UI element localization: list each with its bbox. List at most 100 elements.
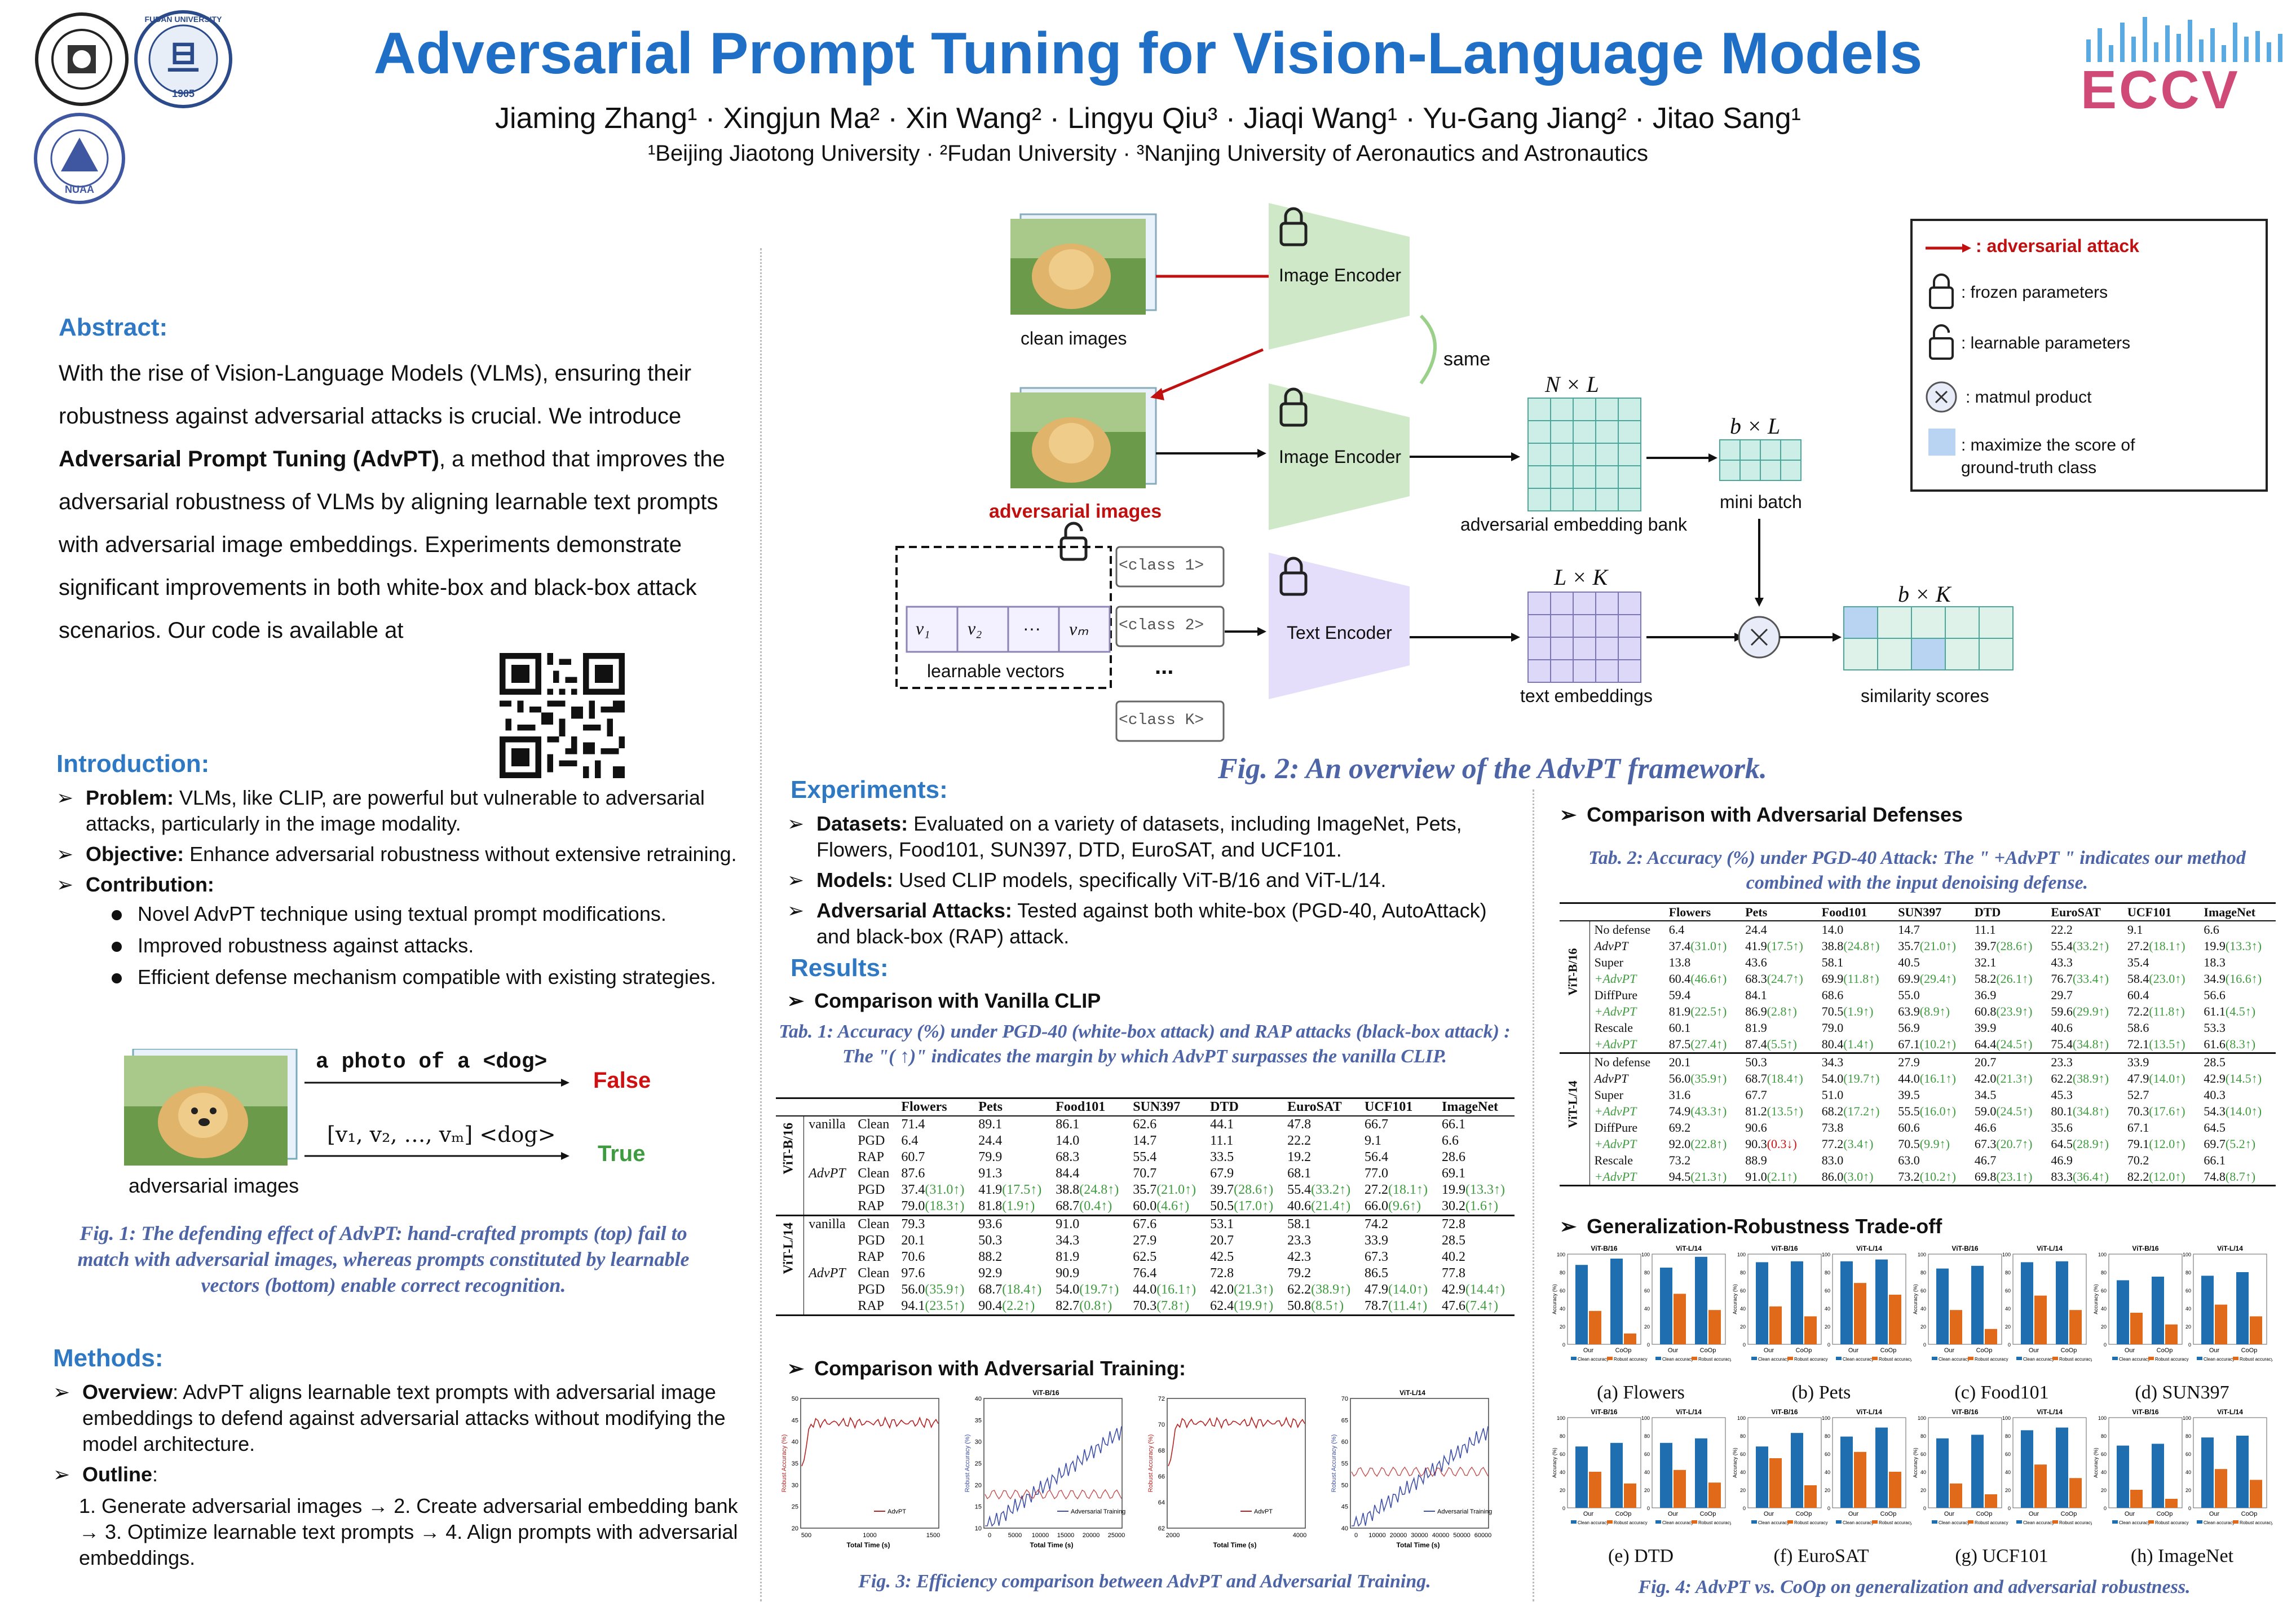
clean-bar [1840, 1261, 1853, 1344]
value-cell: 81.8(1.9↑) [978, 1199, 1035, 1213]
fig1-result-false: False [593, 1068, 651, 1093]
y-axis-label: Robust Accuracy (%) [1331, 1435, 1337, 1493]
fig2-clean-images-label: clean images [1021, 328, 1127, 348]
value-cell: 67.3(20.7↑) [1974, 1137, 2033, 1151]
value-cell: 19.9(13.3↑) [2204, 939, 2262, 953]
subplot-title: ViT-L/14 [2217, 1245, 2243, 1252]
value-cell: 63.9(8.9↑) [1898, 1004, 1950, 1018]
clean-image-stack [1010, 213, 1157, 315]
value-cell: 60.6 [1898, 1120, 1920, 1135]
category-label: CoOp [1700, 1511, 1716, 1517]
robust-bar [1708, 1310, 1721, 1344]
fig1-dog-image [124, 1048, 299, 1167]
y-tick: 80 [2005, 1433, 2011, 1439]
y-tick: 80 [1825, 1270, 1830, 1276]
value-cell: 14.0 [1056, 1133, 1080, 1148]
value-cell: 77.2(3.4↑) [1821, 1137, 1874, 1151]
value-cell: 36.9 [1974, 988, 1997, 1002]
attack-cell: PGD [858, 1182, 885, 1197]
abstract-heading: Abstract: [59, 314, 168, 341]
y-tick: 0 [2104, 1342, 2107, 1348]
panel-label: (a) Flowers [1597, 1382, 1685, 1403]
value-cell: 60.7 [901, 1150, 925, 1164]
value-cell: 45.3 [2051, 1088, 2073, 1102]
y-tick: 100 [1918, 1252, 1926, 1257]
legend-clean: Clean accuracy [1758, 1520, 1789, 1525]
value-cell: 92.0(22.8↑) [1668, 1137, 1727, 1151]
fig2-class1: <class 1> [1119, 557, 1204, 575]
y-tick: 0 [1743, 1506, 1746, 1511]
value-cell: 35.7(21.0↑) [1133, 1182, 1196, 1197]
x-tick: 10000 [1368, 1532, 1386, 1539]
y-tick: 40 [1825, 1469, 1830, 1475]
method-cell [804, 1149, 854, 1166]
robust-bar [2034, 1295, 2047, 1344]
category-label: Our [2029, 1511, 2039, 1517]
value-cell: 68.7(18.4↑) [1745, 1071, 1803, 1085]
y-tick: 40 [1644, 1469, 1650, 1475]
value-cell: 55.0 [1898, 988, 1920, 1002]
fig2-v2: v₂ [968, 618, 982, 638]
defense-heading: ➢Comparison with Adversarial Defenses [1560, 803, 1963, 826]
value-cell: 79.0(18.3↑) [901, 1199, 965, 1213]
value-cell: 27.9 [1133, 1233, 1157, 1248]
experiments-heading: Experiments: [791, 776, 948, 804]
fig2-adv-bank-label: adversarial embedding bank [1460, 514, 1688, 535]
col-header: Pets [1745, 905, 1768, 919]
value-cell: 37.4(31.0↑) [901, 1182, 965, 1197]
x-tick: 5000 [1008, 1532, 1022, 1539]
legend-clean: Clean accuracy [2119, 1357, 2150, 1362]
fig2-legend-max: : maximize the score of ground-truth cla… [1961, 436, 2135, 477]
legend-robust: Robust accuracy [2059, 1357, 2092, 1362]
y-tick: 60 [1560, 1288, 1565, 1294]
value-cell: 55.5(16.0↑) [1898, 1104, 1956, 1118]
legend-robust: Robust accuracy [2155, 1520, 2189, 1525]
y-tick: 40 [1644, 1306, 1650, 1312]
value-cell: 90.3(0.3↓) [1745, 1137, 1797, 1151]
value-cell: 44.1 [1210, 1117, 1234, 1132]
legend-robust: Robust accuracy [1614, 1357, 1648, 1362]
clean-bar [1840, 1436, 1853, 1508]
legend-robust: Robust accuracy [1698, 1520, 1731, 1525]
legend-clean: Clean accuracy [1939, 1520, 1970, 1525]
y-tick: 50 [1341, 1482, 1348, 1489]
adversarial-image-stack [1010, 387, 1157, 488]
value-cell: 66.0(9.6↑) [1365, 1199, 1421, 1213]
legend-clean: Clean accuracy [1843, 1357, 1874, 1362]
clean-bar [1791, 1433, 1803, 1508]
method-cell [804, 1233, 854, 1249]
fig2-bxk: b × K [1898, 581, 1951, 607]
y-tick: 20 [2005, 1488, 2011, 1493]
robust-bar [1889, 1295, 1901, 1344]
legend-clean: Clean accuracy [1662, 1357, 1693, 1362]
y-tick: 20 [1560, 1324, 1565, 1330]
value-cell: 69.9(11.8↑) [1821, 972, 1879, 986]
value-cell: 33.9 [2127, 1055, 2149, 1069]
fig2-diagram: clean images adversarial images Image En… [880, 203, 2278, 744]
value-cell: 13.8 [1668, 955, 1691, 969]
panel-label: (d) SUN397 [2135, 1382, 2229, 1403]
y-tick: 100 [2098, 1252, 2107, 1257]
affiliations: ¹Beijing Jiaotong University · ²Fudan Un… [647, 141, 1649, 166]
col-header: Food101 [1821, 905, 1867, 919]
legend-robust: Robust accuracy [1975, 1357, 2008, 1362]
subplot-title: ViT-B/16 [1771, 1408, 1798, 1416]
value-cell: 11.1 [1974, 923, 1996, 937]
value-cell: 62.5 [1133, 1250, 1157, 1264]
model-label: ViT-B/16 [1560, 921, 1590, 1053]
value-cell: 93.6 [978, 1217, 1003, 1232]
y-tick: 60 [1341, 1439, 1348, 1446]
category-label: CoOp [1880, 1347, 1897, 1354]
x-tick: 30000 [1411, 1532, 1428, 1539]
legend-clean: Clean accuracy [1662, 1520, 1693, 1525]
value-cell: 81.9 [1745, 1021, 1767, 1035]
value-cell: 79.2 [1287, 1266, 1312, 1281]
y-tick: 60 [1740, 1288, 1746, 1294]
value-cell: 42.9(14.4↑) [1442, 1282, 1505, 1297]
